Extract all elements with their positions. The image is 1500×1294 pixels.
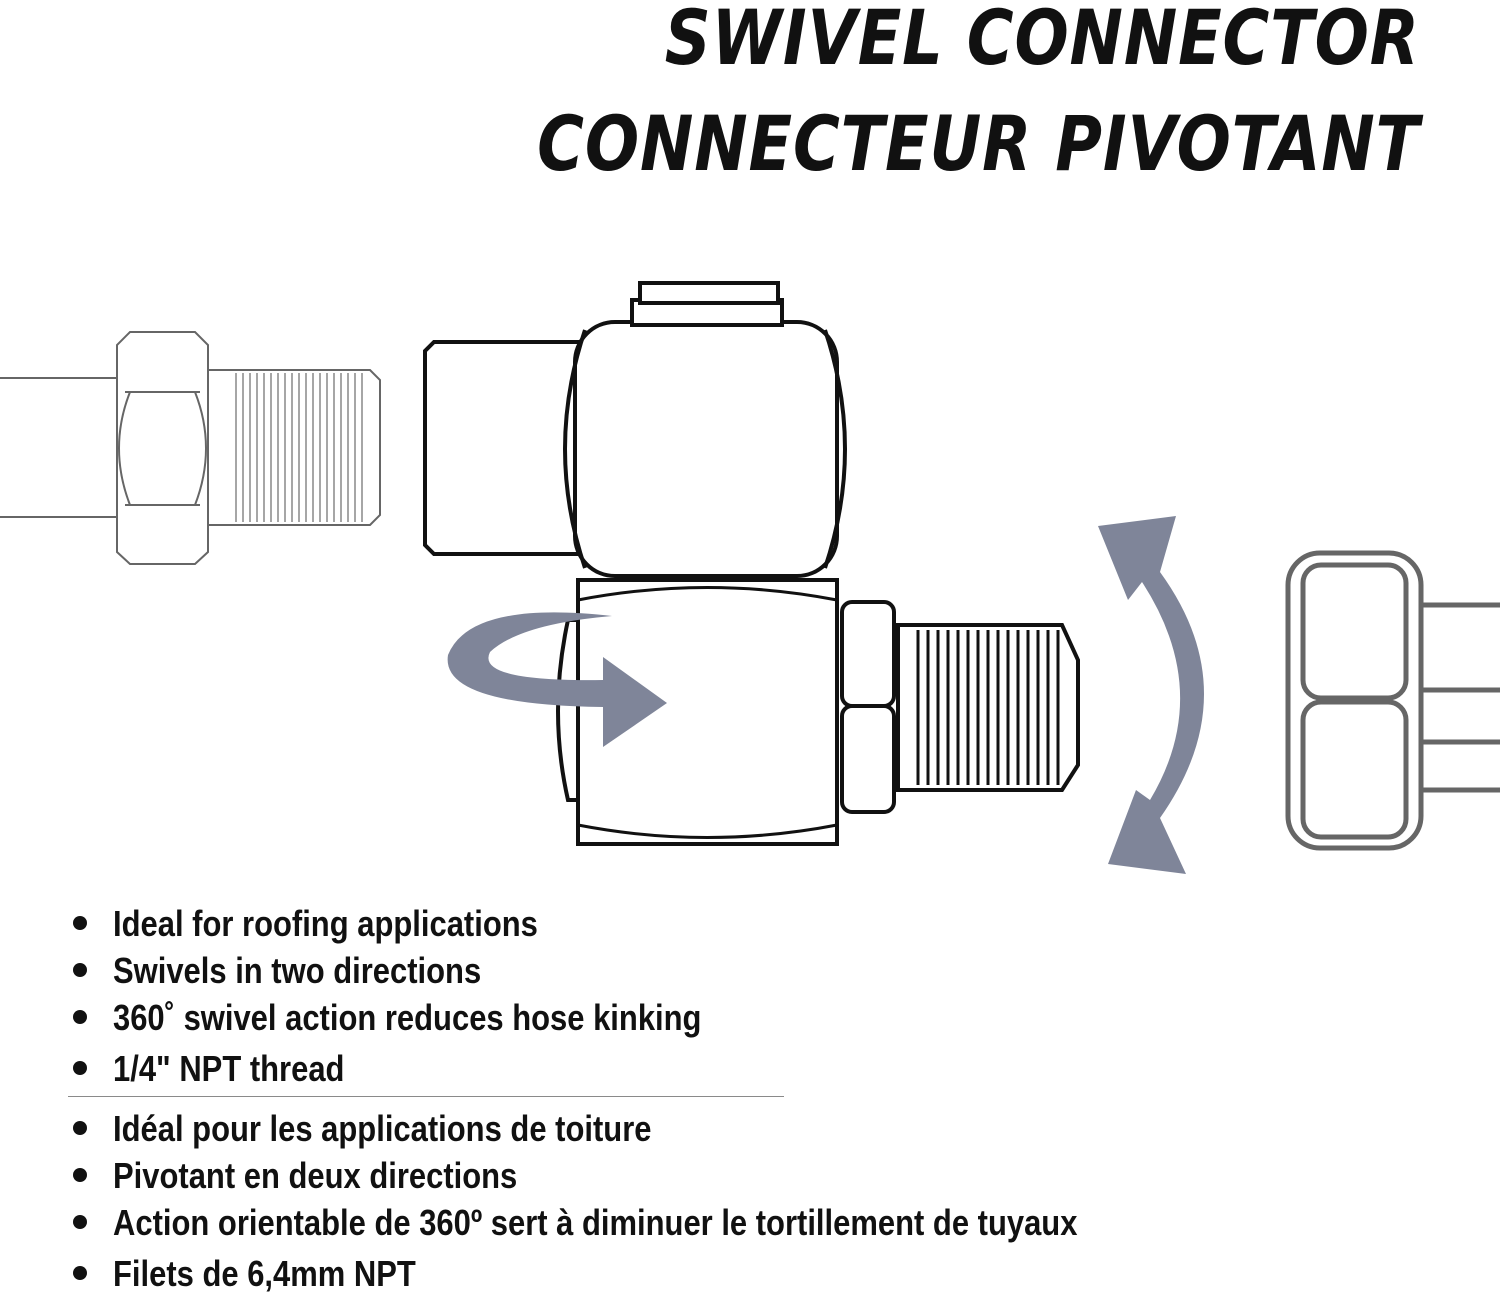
bullet-icon [73,1215,87,1229]
swivel-connector-illustration [0,281,1500,874]
title-english: SWIVEL CONNECTOR [665,0,1420,82]
right-thread-lines [916,630,1060,785]
feature-en-2: Swivels in two directions [113,950,482,991]
bullet-icon [73,916,87,930]
connector-body [423,281,1080,846]
right-female-fitting [1285,550,1500,851]
bullet-icon [73,1168,87,1182]
feature-en-1: Ideal for roofing applications [113,903,538,944]
feature-fr-4: Filets de 6,4mm NPT [113,1253,416,1294]
bullet-icon [73,1121,87,1135]
title-french: CONNECTEUR PIVOTANT [537,99,1420,188]
bullet-icon [73,963,87,977]
feature-en-3: 360˚ swivel action reduces hose kinking [113,997,702,1038]
feature-fr-3: Action orientable de 360º sert à diminue… [113,1202,1078,1243]
bullet-icon [73,1010,87,1024]
feature-fr-2: Pivotant en deux directions [113,1155,518,1196]
bullet-icon [73,1061,87,1075]
feature-en-4: 1/4" NPT thread [113,1048,345,1089]
rotate-arrow-icon [447,612,667,747]
swing-arrow-icon [1098,516,1204,874]
divider [68,1096,784,1097]
left-male-fitting [0,331,381,565]
feature-fr-1: Idéal pour les applications de toiture [113,1108,652,1149]
bullet-icon [73,1266,87,1280]
left-thread-lines [235,373,363,522]
